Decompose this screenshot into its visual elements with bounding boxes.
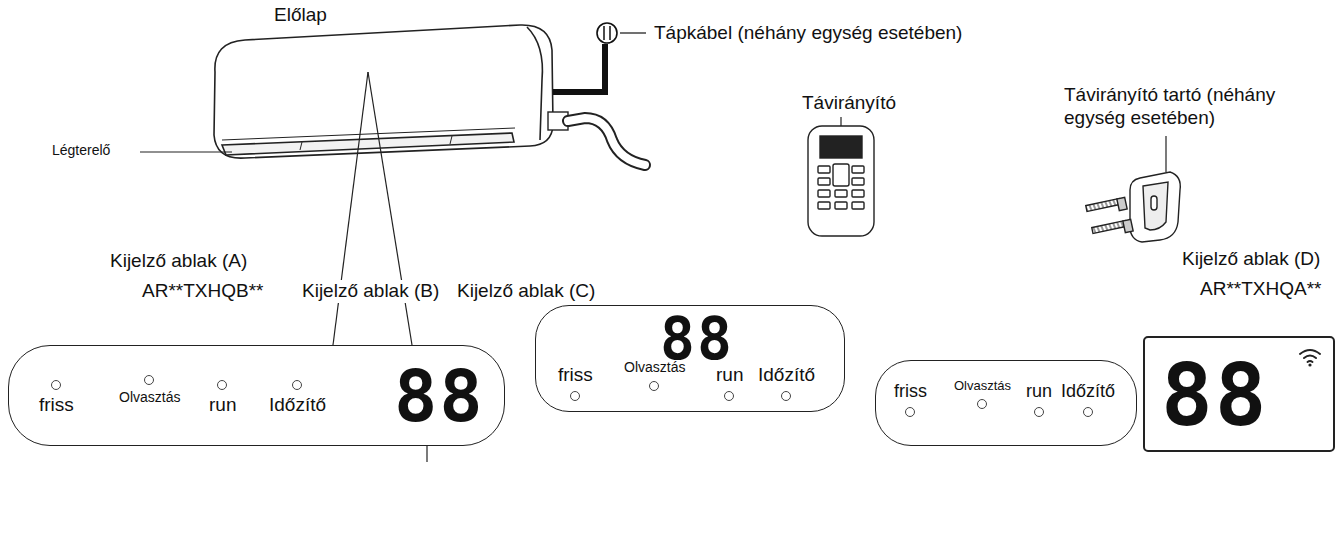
indicator-lamp <box>905 407 915 417</box>
indicator-label: run <box>716 364 743 386</box>
indicator-label: Időzítő <box>269 394 326 416</box>
indicator-lamp <box>217 380 227 390</box>
indicator-lamp <box>649 381 659 391</box>
part-label: Távirányító tartó (néhány egység esetébe… <box>1062 84 1316 130</box>
part-label: Kijelző ablak (C) <box>455 280 597 303</box>
indicator-label: Olvasztás <box>624 359 685 375</box>
part-label: AR**TXHQB** <box>140 280 265 303</box>
indicator-lamp <box>51 380 61 390</box>
indicator-label: Időzítő <box>1061 381 1115 402</box>
indicator-lamp <box>977 399 987 409</box>
indicator-label: friss <box>558 364 593 386</box>
display-panel: friss Olvasztás run Időzítő 88 <box>8 345 505 446</box>
part-label: Kijelző ablak (A) <box>108 250 249 273</box>
part-label: Légterelő <box>50 142 112 159</box>
power-cable <box>553 23 646 92</box>
indicator-label: Olvasztás <box>119 389 180 405</box>
display-panel: 88 <box>1143 336 1335 452</box>
indoor-unit <box>214 25 553 158</box>
indicator-lamp <box>570 391 580 401</box>
indicator-label: Időzítő <box>758 364 815 386</box>
wifi-icon <box>1297 346 1323 368</box>
remote-control <box>808 126 874 236</box>
indicator-lamp <box>144 375 154 385</box>
part-label: Tápkábel (néhány egység esetében) <box>652 22 964 45</box>
part-label: AR**TXHQA** <box>1198 278 1323 301</box>
indicator-lamp <box>1083 407 1093 417</box>
indicator-lamp <box>724 391 734 401</box>
indicator-label: friss <box>894 381 927 402</box>
digit-display: 88 <box>1161 352 1269 438</box>
leader-lines <box>140 72 1166 462</box>
indicator-lamp <box>1034 407 1044 417</box>
part-label: Kijelző ablak (D) <box>1180 248 1322 271</box>
display-panel: 88frissOlvasztásrunIdőzítő <box>535 305 845 412</box>
indicator-label: run <box>209 394 236 416</box>
indicator-lamp <box>292 380 302 390</box>
indicator-lamp <box>781 391 791 401</box>
digit-display: 88 <box>394 360 485 432</box>
part-label: Távirányító <box>800 92 898 115</box>
drain-pipe <box>548 112 645 165</box>
display-panel: friss Olvasztás run Időzítő <box>875 360 1137 446</box>
indicator-label: run <box>1026 381 1052 402</box>
indicator-label: friss <box>39 394 74 416</box>
part-label: Előlap <box>272 4 329 27</box>
indicator-label: Olvasztás <box>954 379 1011 394</box>
remote-holder <box>1086 172 1181 242</box>
part-label: Kijelző ablak (B) <box>300 280 441 303</box>
